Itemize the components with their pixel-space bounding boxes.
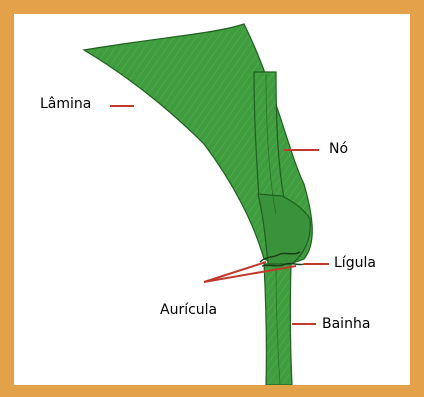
diagram-panel: Lâmina Nó Lígula Aurícula Bainha	[14, 14, 410, 385]
auricula-label: Aurícula	[160, 302, 217, 318]
bainha-label: Bainha	[322, 316, 370, 332]
ligula-label: Lígula	[334, 255, 376, 271]
sheath-shape	[264, 264, 292, 385]
lamina-label: Lâmina	[40, 96, 91, 112]
no-label: Nó	[329, 141, 348, 157]
